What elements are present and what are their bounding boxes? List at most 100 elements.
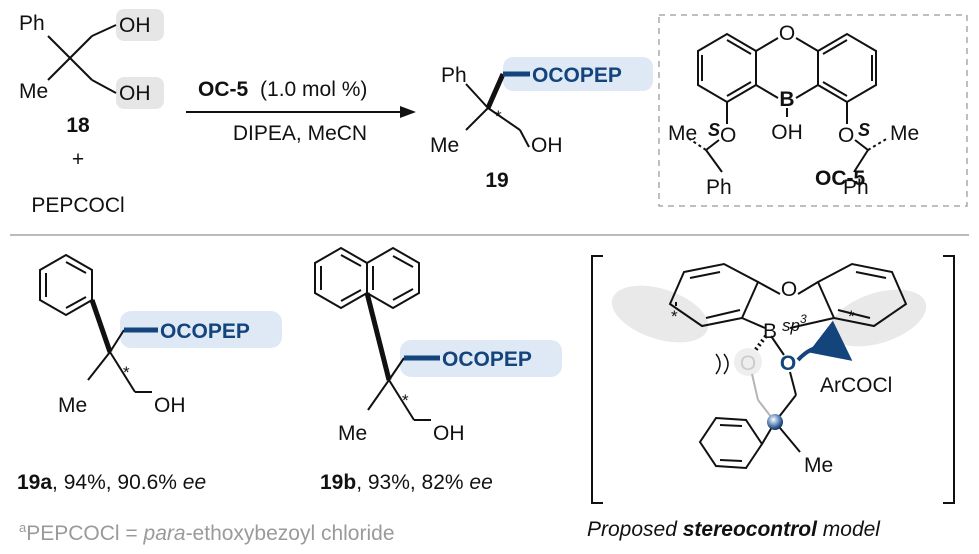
model-o-active: O [780,352,796,375]
oc5-structure: O B OH Me S O Ph O S Me Ph OC-5 [658,14,968,207]
oc5-hash-bond-right [867,137,889,151]
compound-18: Ph Me OH OH 18 + PEPCOCl [19,9,164,217]
ester-label-19a: OCOPEP [160,320,250,343]
ester-label-19b: OCOPEP [442,348,532,371]
stereo-mark-19: * [495,107,502,126]
ee-label-19a: ee [183,471,206,494]
oc5-right-oxygen: O [838,124,854,147]
stereocontrol-model: O B sp3 * * O O ArCOCl Me Proposed stere… [587,255,955,541]
oh-label-19b: OH [433,422,465,445]
wedge-bond-19a [89,299,113,353]
model-me: Me [804,454,833,477]
oc5-left-config: S [708,120,720,140]
shadow-left [611,285,709,343]
stereo-mark-19a: * [123,363,130,382]
model-hybridization: sp3 [782,312,807,335]
highlight-ester-19b [400,340,562,377]
oc5-ring-oxygen: O [779,22,795,45]
stereo-mark-19b: * [402,391,409,410]
me-label-18: Me [19,80,48,103]
footnote-suffix: -ethoxybezoyl chloride [186,522,395,545]
example-19b: OCOPEP * Me OH 19b, 93%, 82% ee [314,246,562,494]
footnote-italic: para [143,522,186,545]
me-label-19b: Me [338,422,367,445]
product-19: Ph Me OCOPEP OH * 19 [430,57,653,192]
yield-19b: , 93%, 82% [356,471,469,494]
catalyst-name: OC-5 [198,78,248,101]
shadow-o-faded [734,348,762,376]
footnote-prefix: PEPCOCl = [26,522,143,545]
phenyl-ring-19a [39,253,93,317]
skeleton-18 [47,24,117,94]
model-star-left: * [671,307,678,326]
oc5-right-ph: Ph [843,176,869,199]
oh-top-label-18: OH [119,14,151,37]
hybrid-base: sp [782,316,800,335]
footnote: aPEPCOCl = para-ethoxybezoyl chloride [19,520,395,545]
footnote-sup: a [19,520,27,535]
example-19a: OCOPEP * Me OH 19a, 94%, 90.6% ee [17,253,282,494]
model-boron: B [763,320,777,343]
catalyst-loading: (1.0 mol %) [260,78,367,101]
hybrid-sup: 3 [800,312,807,326]
highlight-ester-19 [503,57,653,91]
skeleton-19a [87,329,152,393]
oc5-left-ph: Ph [706,176,732,199]
compound-number-18: 18 [66,114,90,137]
oc5-right-me: Me [890,122,919,145]
hash-bond-b-o [752,334,768,354]
model-caption: Proposed stereocontrol model [587,518,881,541]
oc5-boron-oh: OH [771,121,803,144]
stereocenter-sphere [767,414,783,430]
oh-label-19: OH [531,134,563,157]
oc5-dashed-box [658,14,968,207]
caption-prefix: Proposed [587,518,683,541]
me-label-19: Me [430,134,459,157]
reaction-arrow-group: OC-5 (1.0 mol %) DIPEA, MeCN [186,78,416,145]
wedge-bond-19 [485,72,506,110]
me-label-19a: Me [58,394,87,417]
result-19a: 19a, 94%, 90.6% ee [17,471,206,494]
ph-label-19: Ph [441,64,467,87]
oc5-hash-bond-left [687,137,707,151]
bracket-right [943,255,955,504]
caption-bold: stereocontrol [683,518,818,541]
plus-sign: + [72,148,84,171]
id-19b: 19b [320,471,356,494]
model-ring-oxygen: O [781,278,797,301]
id-19a: 19a [17,471,52,494]
oc5-right-config: S [858,120,870,140]
highlight-oh-top [116,9,164,41]
oh-label-19a: OH [154,394,186,417]
model-star-right: * [848,307,855,326]
steric-clash-mark [715,353,729,375]
model-o-faded: O [740,352,756,375]
ester-label-19: OCOPEP [532,64,622,87]
result-19b: 19b, 93%, 82% ee [320,471,493,494]
compound-number-19: 19 [485,169,508,192]
wedge-bond-19b [364,292,392,381]
oc5-skeleton [697,32,877,173]
oc5-left-me: Me [668,122,697,145]
nucleophilic-attack-arrow [796,320,853,362]
oh-bottom-label-18: OH [119,82,151,105]
highlight-ester-19a [120,311,282,348]
ee-label-19b: ee [469,471,492,494]
yield-19a: , 94%, 90.6% [52,471,183,494]
catalyst-label: OC-5 (1.0 mol %) [198,78,367,101]
oc5-name-label: OC-5 [815,167,865,190]
skeleton-19 [465,83,530,148]
caption-suffix: model [817,518,881,541]
bracket-left [591,255,603,504]
oc5-left-oxygen: O [720,124,736,147]
reagent-pepcocl: PEPCOCl [31,194,124,217]
reaction-conditions: DIPEA, MeCN [233,122,367,145]
shadow-right [829,289,927,347]
model-acyl-chloride: ArCOCl [820,374,892,397]
oc5-boron: B [779,88,794,111]
ph-label-18: Ph [19,12,45,35]
reaction-arrow-head [400,106,416,118]
skeleton-19b [367,357,431,421]
